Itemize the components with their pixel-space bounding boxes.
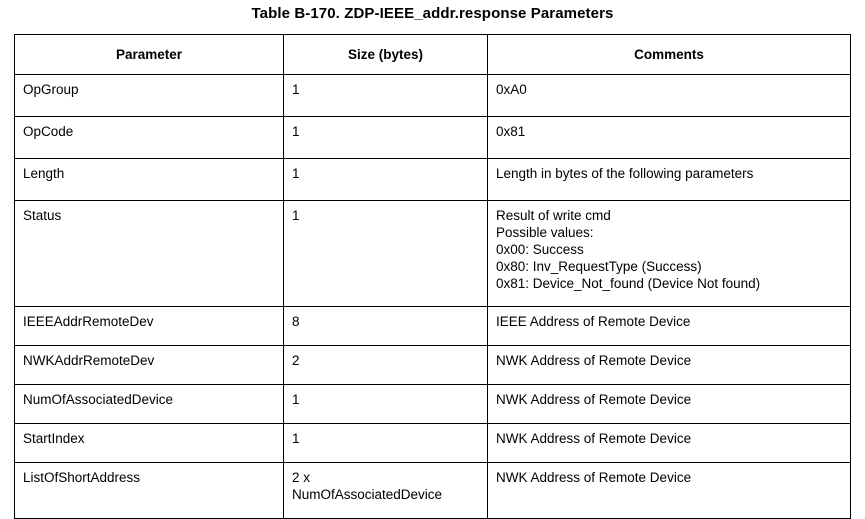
page-title: Table B-170. ZDP-IEEE_addr.response Para… bbox=[251, 5, 614, 22]
cell-comments: NWK Address of Remote Device bbox=[487, 423, 851, 463]
document-page: Table B-170. ZDP-IEEE_addr.response Para… bbox=[14, 5, 851, 519]
cell-size: 1 bbox=[283, 116, 488, 159]
cell-size: 1 bbox=[283, 423, 488, 463]
cell-comments: Result of write cmd Possible values: 0x0… bbox=[487, 200, 851, 307]
table-row: OpGroup 1 0xA0 bbox=[14, 74, 851, 117]
table-row: Length 1 Length in bytes of the followin… bbox=[14, 158, 851, 201]
cell-size: 8 bbox=[283, 306, 488, 346]
cell-size: 2 bbox=[283, 345, 488, 385]
cell-parameter: OpCode bbox=[14, 116, 284, 159]
cell-size: 1 bbox=[283, 200, 488, 307]
cell-parameter: Status bbox=[14, 200, 284, 307]
table-row: ListOfShortAddress 2 x NumOfAssociatedDe… bbox=[14, 462, 851, 519]
table-header-row: Parameter Size (bytes) Comments bbox=[14, 34, 851, 75]
cell-parameter: Length bbox=[14, 158, 284, 201]
cell-comments: 0x81 bbox=[487, 116, 851, 159]
cell-comments: NWK Address of Remote Device bbox=[487, 345, 851, 385]
table-row: Status 1 Result of write cmd Possible va… bbox=[14, 200, 851, 307]
table-row: IEEEAddrRemoteDev 8 IEEE Address of Remo… bbox=[14, 306, 851, 346]
cell-comments: 0xA0 bbox=[487, 74, 851, 117]
cell-size: 1 bbox=[283, 384, 488, 424]
table-row: NWKAddrRemoteDev 2 NWK Address of Remote… bbox=[14, 345, 851, 385]
cell-parameter: IEEEAddrRemoteDev bbox=[14, 306, 284, 346]
cell-size: 1 bbox=[283, 158, 488, 201]
table-body: OpGroup 1 0xA0 OpCode 1 0x81 Length 1 Le… bbox=[14, 74, 851, 519]
cell-parameter: StartIndex bbox=[14, 423, 284, 463]
cell-comments: Length in bytes of the following paramet… bbox=[487, 158, 851, 201]
table-row: OpCode 1 0x81 bbox=[14, 116, 851, 159]
column-header-size: Size (bytes) bbox=[283, 34, 488, 75]
parameters-table-container: Parameter Size (bytes) Comments OpGroup … bbox=[14, 34, 851, 519]
cell-size: 2 x NumOfAssociatedDevice bbox=[283, 462, 488, 519]
cell-parameter: OpGroup bbox=[14, 74, 284, 117]
cell-parameter: NumOfAssociatedDevice bbox=[14, 384, 284, 424]
cell-size: 1 bbox=[283, 74, 488, 117]
cell-parameter: NWKAddrRemoteDev bbox=[14, 345, 284, 385]
cell-comments: NWK Address of Remote Device bbox=[487, 384, 851, 424]
column-header-parameter: Parameter bbox=[14, 34, 284, 75]
table-row: StartIndex 1 NWK Address of Remote Devic… bbox=[14, 423, 851, 463]
cell-parameter: ListOfShortAddress bbox=[14, 462, 284, 519]
table-row: NumOfAssociatedDevice 1 NWK Address of R… bbox=[14, 384, 851, 424]
column-header-comments: Comments bbox=[487, 34, 851, 75]
cell-comments: IEEE Address of Remote Device bbox=[487, 306, 851, 346]
parameters-table: Parameter Size (bytes) Comments OpGroup … bbox=[14, 34, 851, 519]
table-header: Parameter Size (bytes) Comments bbox=[14, 34, 851, 75]
cell-comments: NWK Address of Remote Device bbox=[487, 462, 851, 519]
